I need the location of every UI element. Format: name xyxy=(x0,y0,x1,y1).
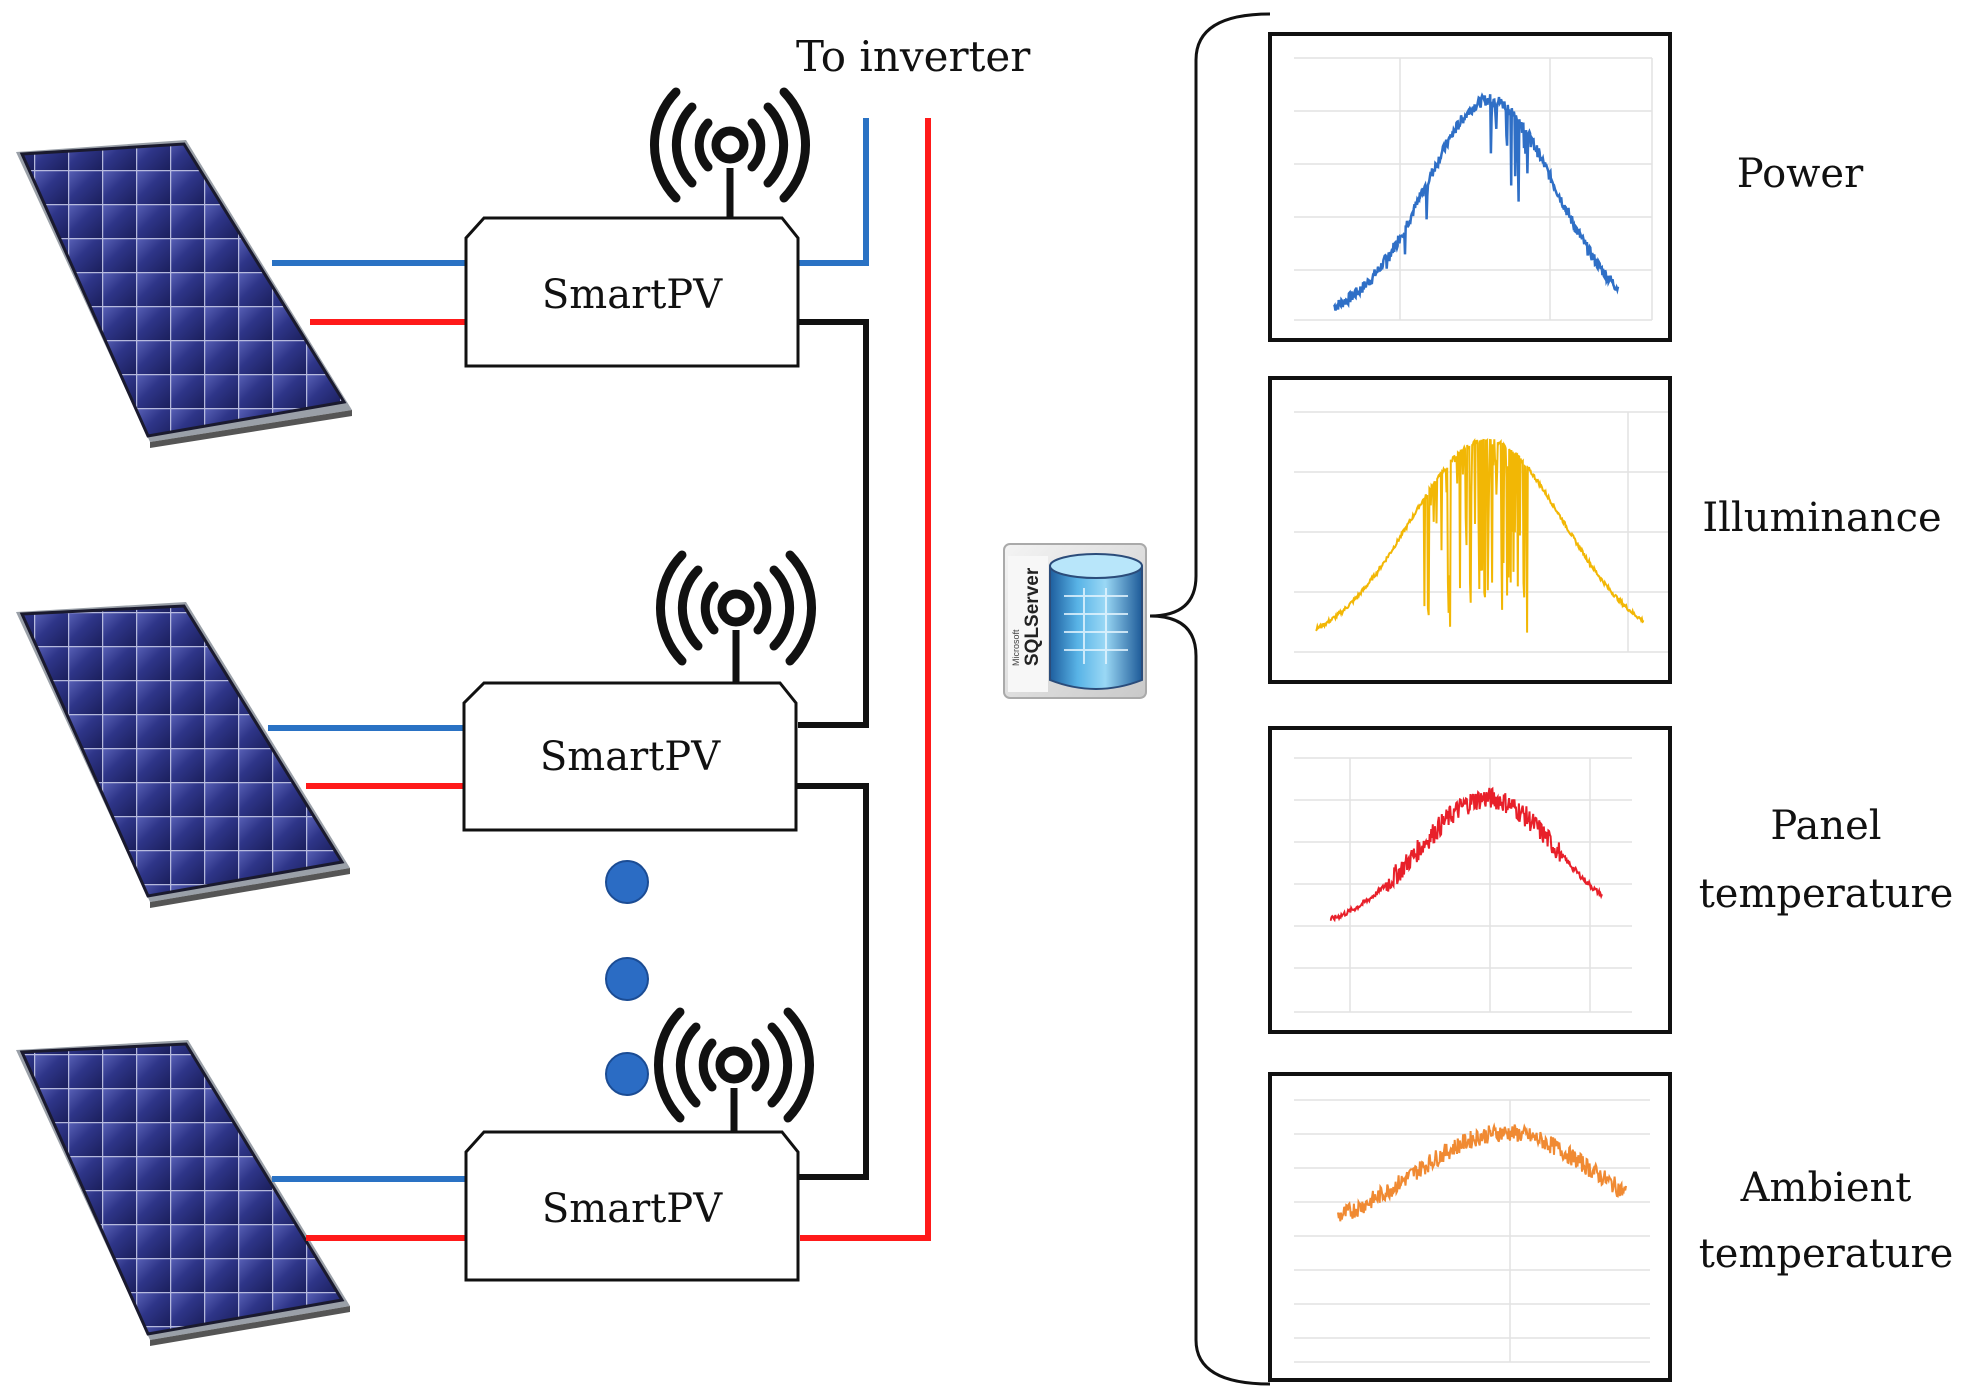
ambient-temperature-chart xyxy=(1268,1072,1672,1382)
power-chart xyxy=(1268,32,1672,342)
panel-wires xyxy=(268,260,468,1241)
illuminance-label: Illuminance xyxy=(1702,495,1942,541)
ellipsis-dots xyxy=(605,860,649,1096)
wireless-antenna-icon xyxy=(656,550,816,666)
solar-panel-2 xyxy=(16,602,350,908)
panel-temperature-label-line2: temperature xyxy=(1698,871,1954,917)
illuminance-series-line xyxy=(1315,438,1645,633)
ambient-temperature-series-line xyxy=(1337,1122,1627,1222)
sql-server-logo-text: SQLServer xyxy=(1022,567,1043,666)
sql-server-database-icon: SQLServer Microsoft xyxy=(1003,543,1147,699)
smartpv-label-2: SmartPV xyxy=(539,734,721,780)
smartpv-label-1: SmartPV xyxy=(541,272,723,318)
microsoft-logo-text: Microsoft xyxy=(1011,629,1021,666)
smartpv-device-1 xyxy=(464,168,800,368)
solar-panel-3 xyxy=(16,1040,350,1346)
power-label: Power xyxy=(1736,151,1864,197)
panel-temperature-chart xyxy=(1268,726,1672,1034)
wireless-antenna-icon xyxy=(654,1007,814,1123)
curly-brace xyxy=(1149,12,1271,1386)
power-series-line xyxy=(1332,92,1620,311)
panel-temperature-label-line1: Panel xyxy=(1770,803,1882,849)
illuminance-chart xyxy=(1268,376,1672,684)
bus-wires xyxy=(794,118,931,1241)
smartpv-label-3: SmartPV xyxy=(541,1186,723,1232)
smartpv-device-2 xyxy=(462,630,798,832)
wireless-antenna-icon xyxy=(650,87,810,203)
ambient-temperature-label-line2: temperature xyxy=(1698,1231,1954,1277)
inverter-label: To inverter xyxy=(796,32,1031,81)
ambient-temperature-label-line1: Ambient xyxy=(1740,1165,1912,1211)
panel-temperature-series-line xyxy=(1329,786,1603,923)
solar-panel-1 xyxy=(16,140,352,448)
smartpv-device-3 xyxy=(464,1088,800,1282)
